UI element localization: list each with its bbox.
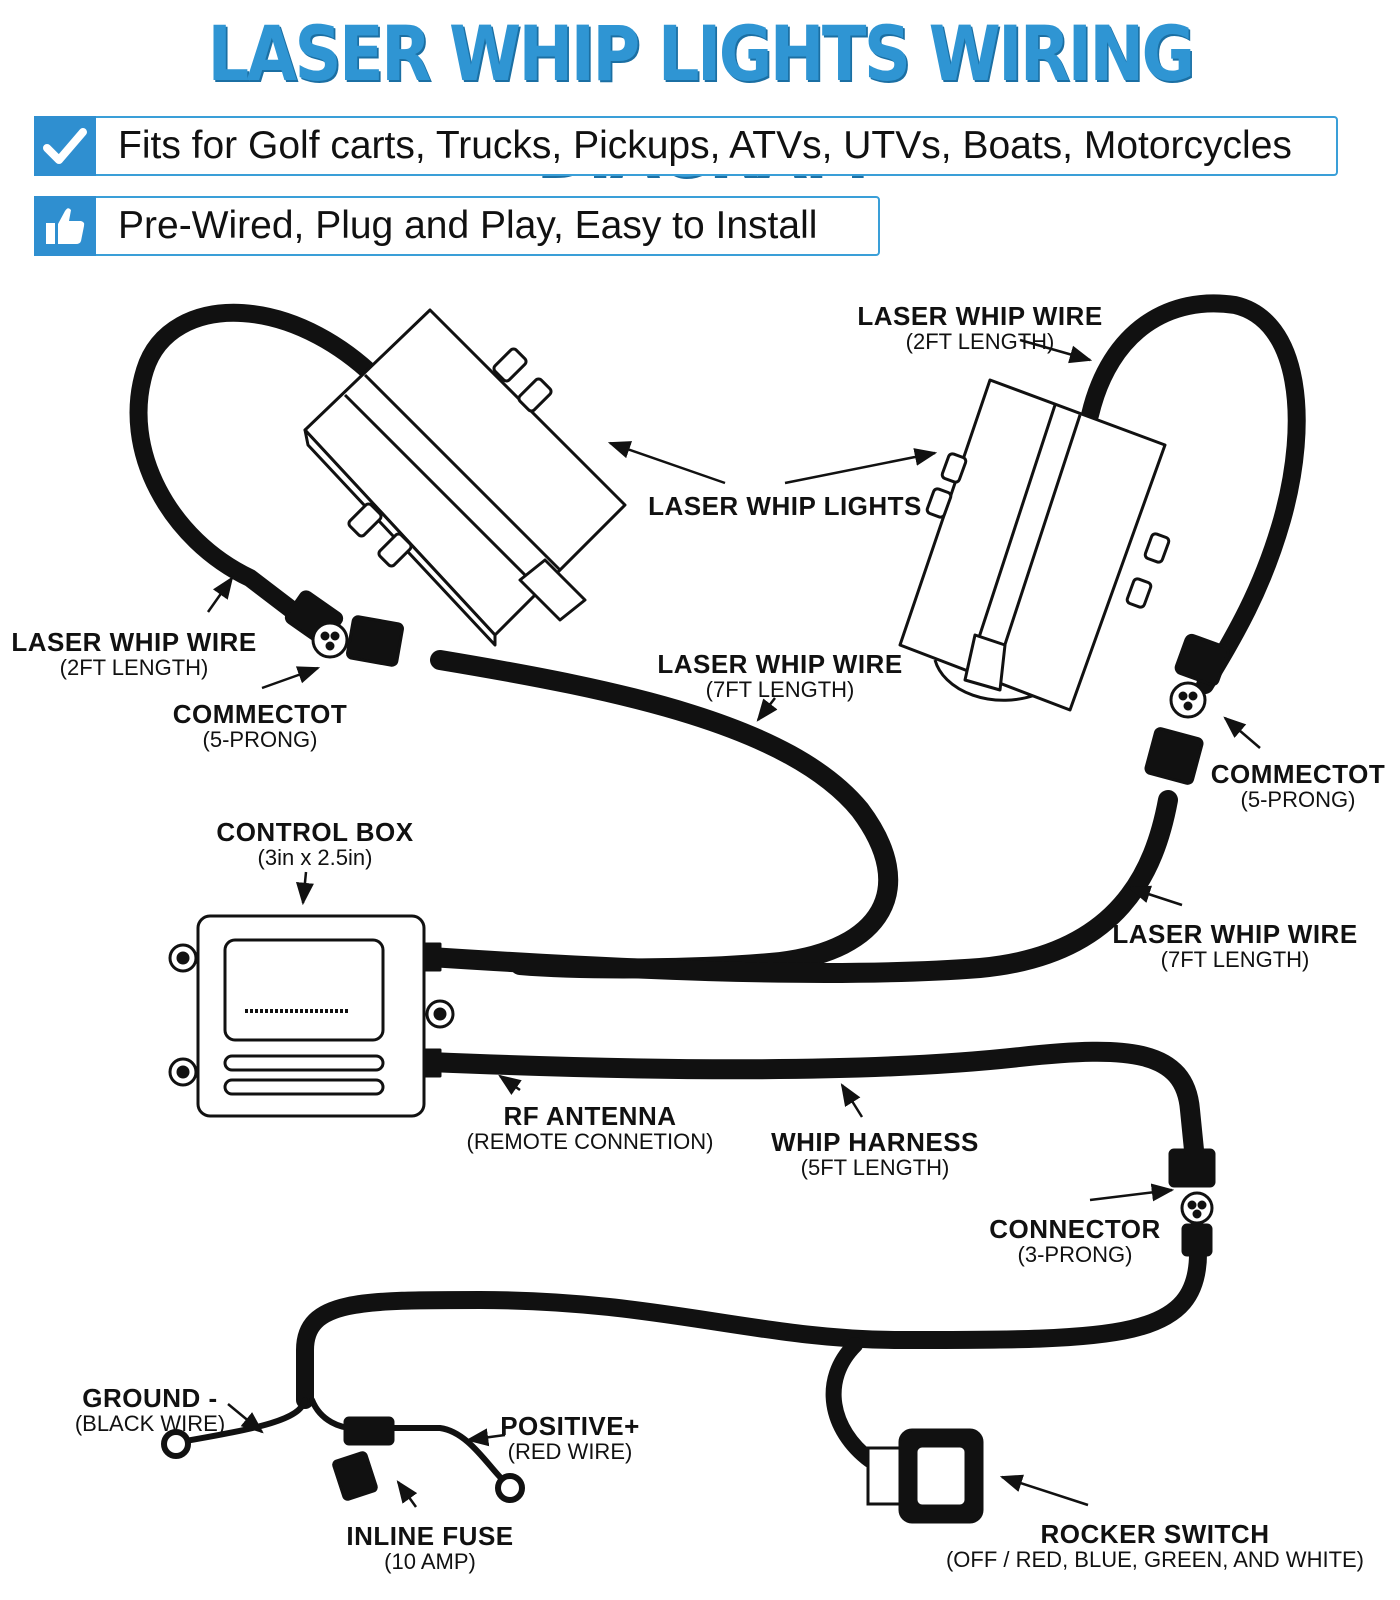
label-connector-3: CONNECTOR (3-PRONG) — [989, 1214, 1161, 1267]
arrow-whip-wire-2ft-left — [206, 576, 234, 613]
ground-terminal — [161, 1429, 191, 1459]
left-whip-wire-7ft — [430, 650, 899, 979]
ground-wire — [177, 1397, 308, 1445]
arrow-whip-wire-7ft-right — [1127, 885, 1183, 907]
label-connector-5-left: COMMECTOT (5-PRONG) — [172, 699, 348, 752]
label-rocker-switch: ROCKER SWITCH (OFF / RED, BLUE, GREEN, A… — [945, 1519, 1365, 1572]
checkmark-icon — [34, 116, 96, 176]
arrow-whip-harness — [840, 1083, 864, 1118]
switch-harness — [296, 1241, 1208, 1409]
left-whip-wire-2ft — [129, 303, 401, 629]
label-whip-wire-2ft-left: LASER WHIP WIRE (2FT LENGTH) — [11, 627, 257, 680]
label-whip-lights: LASER WHIP LIGHTS — [648, 491, 922, 521]
thumbs-up-icon — [34, 196, 96, 256]
label-whip-wire-7ft-right: LASER WHIP WIRE (7FT LENGTH) — [1112, 919, 1358, 972]
label-positive: POSITIVE+ (RED WIRE) — [500, 1411, 640, 1464]
control-box — [168, 914, 455, 1118]
arrow-control-box — [295, 871, 314, 906]
laser-whip-light-left — [303, 308, 627, 647]
connector-5-prong-left — [284, 590, 404, 667]
connector-3-prong — [1168, 1148, 1216, 1257]
label-ground: GROUND - (BLACK WIRE) — [74, 1383, 226, 1436]
right-whip-wire-7ft — [420, 790, 1178, 983]
arrow-connector-5-right — [1223, 716, 1261, 749]
arrow-whip-lights-left — [607, 441, 726, 485]
label-whip-wire-2ft-right: LASER WHIP WIRE (2FT LENGTH) — [857, 301, 1103, 354]
banner-compatibility: Fits for Golf carts, Trucks, Pickups, AT… — [34, 116, 1338, 176]
arrow-rocker-switch — [999, 1474, 1089, 1507]
arrow-whip-wire-2ft-right — [1019, 338, 1093, 364]
label-connector-5-right: COMMECTOT (5-PRONG) — [1210, 759, 1386, 812]
label-rf-antenna: RF ANTENNA (REMOTE CONNETION) — [466, 1101, 714, 1154]
arrow-whip-lights-right — [784, 448, 938, 485]
banner-compatibility-text: Fits for Golf carts, Trucks, Pickups, AT… — [118, 124, 1292, 167]
arrow-rf-antenna — [498, 1074, 522, 1095]
arrow-ground — [227, 1403, 264, 1434]
laser-whip-light-right — [898, 378, 1171, 712]
banner-install: Pre-Wired, Plug and Play, Easy to Instal… — [34, 196, 880, 256]
switch-lead — [825, 1337, 913, 1473]
label-whip-harness: WHIP HARNESS (5FT LENGTH) — [771, 1127, 979, 1180]
positive-wire — [309, 1397, 511, 1488]
whip-harness-5ft — [420, 1041, 1205, 1170]
positive-terminal — [495, 1473, 525, 1503]
arrow-positive — [465, 1428, 506, 1447]
label-control-box: CONTROL BOX (3in x 2.5in) — [216, 817, 414, 870]
right-whip-wire-2ft — [1081, 294, 1306, 694]
arrow-whip-wire-7ft-mid — [756, 697, 778, 722]
inline-fuse — [332, 1416, 395, 1501]
banner-install-text: Pre-Wired, Plug and Play, Easy to Instal… — [118, 204, 818, 247]
connector-5-prong-right — [1144, 633, 1230, 785]
arrow-connector-5-left — [261, 666, 321, 690]
rocker-switch — [866, 1428, 984, 1524]
arrow-inline-fuse — [396, 1480, 418, 1508]
arrow-connector-3 — [1089, 1183, 1175, 1202]
label-whip-wire-7ft-mid: LASER WHIP WIRE (7FT LENGTH) — [657, 649, 903, 702]
label-inline-fuse: INLINE FUSE (10 AMP) — [346, 1521, 514, 1574]
